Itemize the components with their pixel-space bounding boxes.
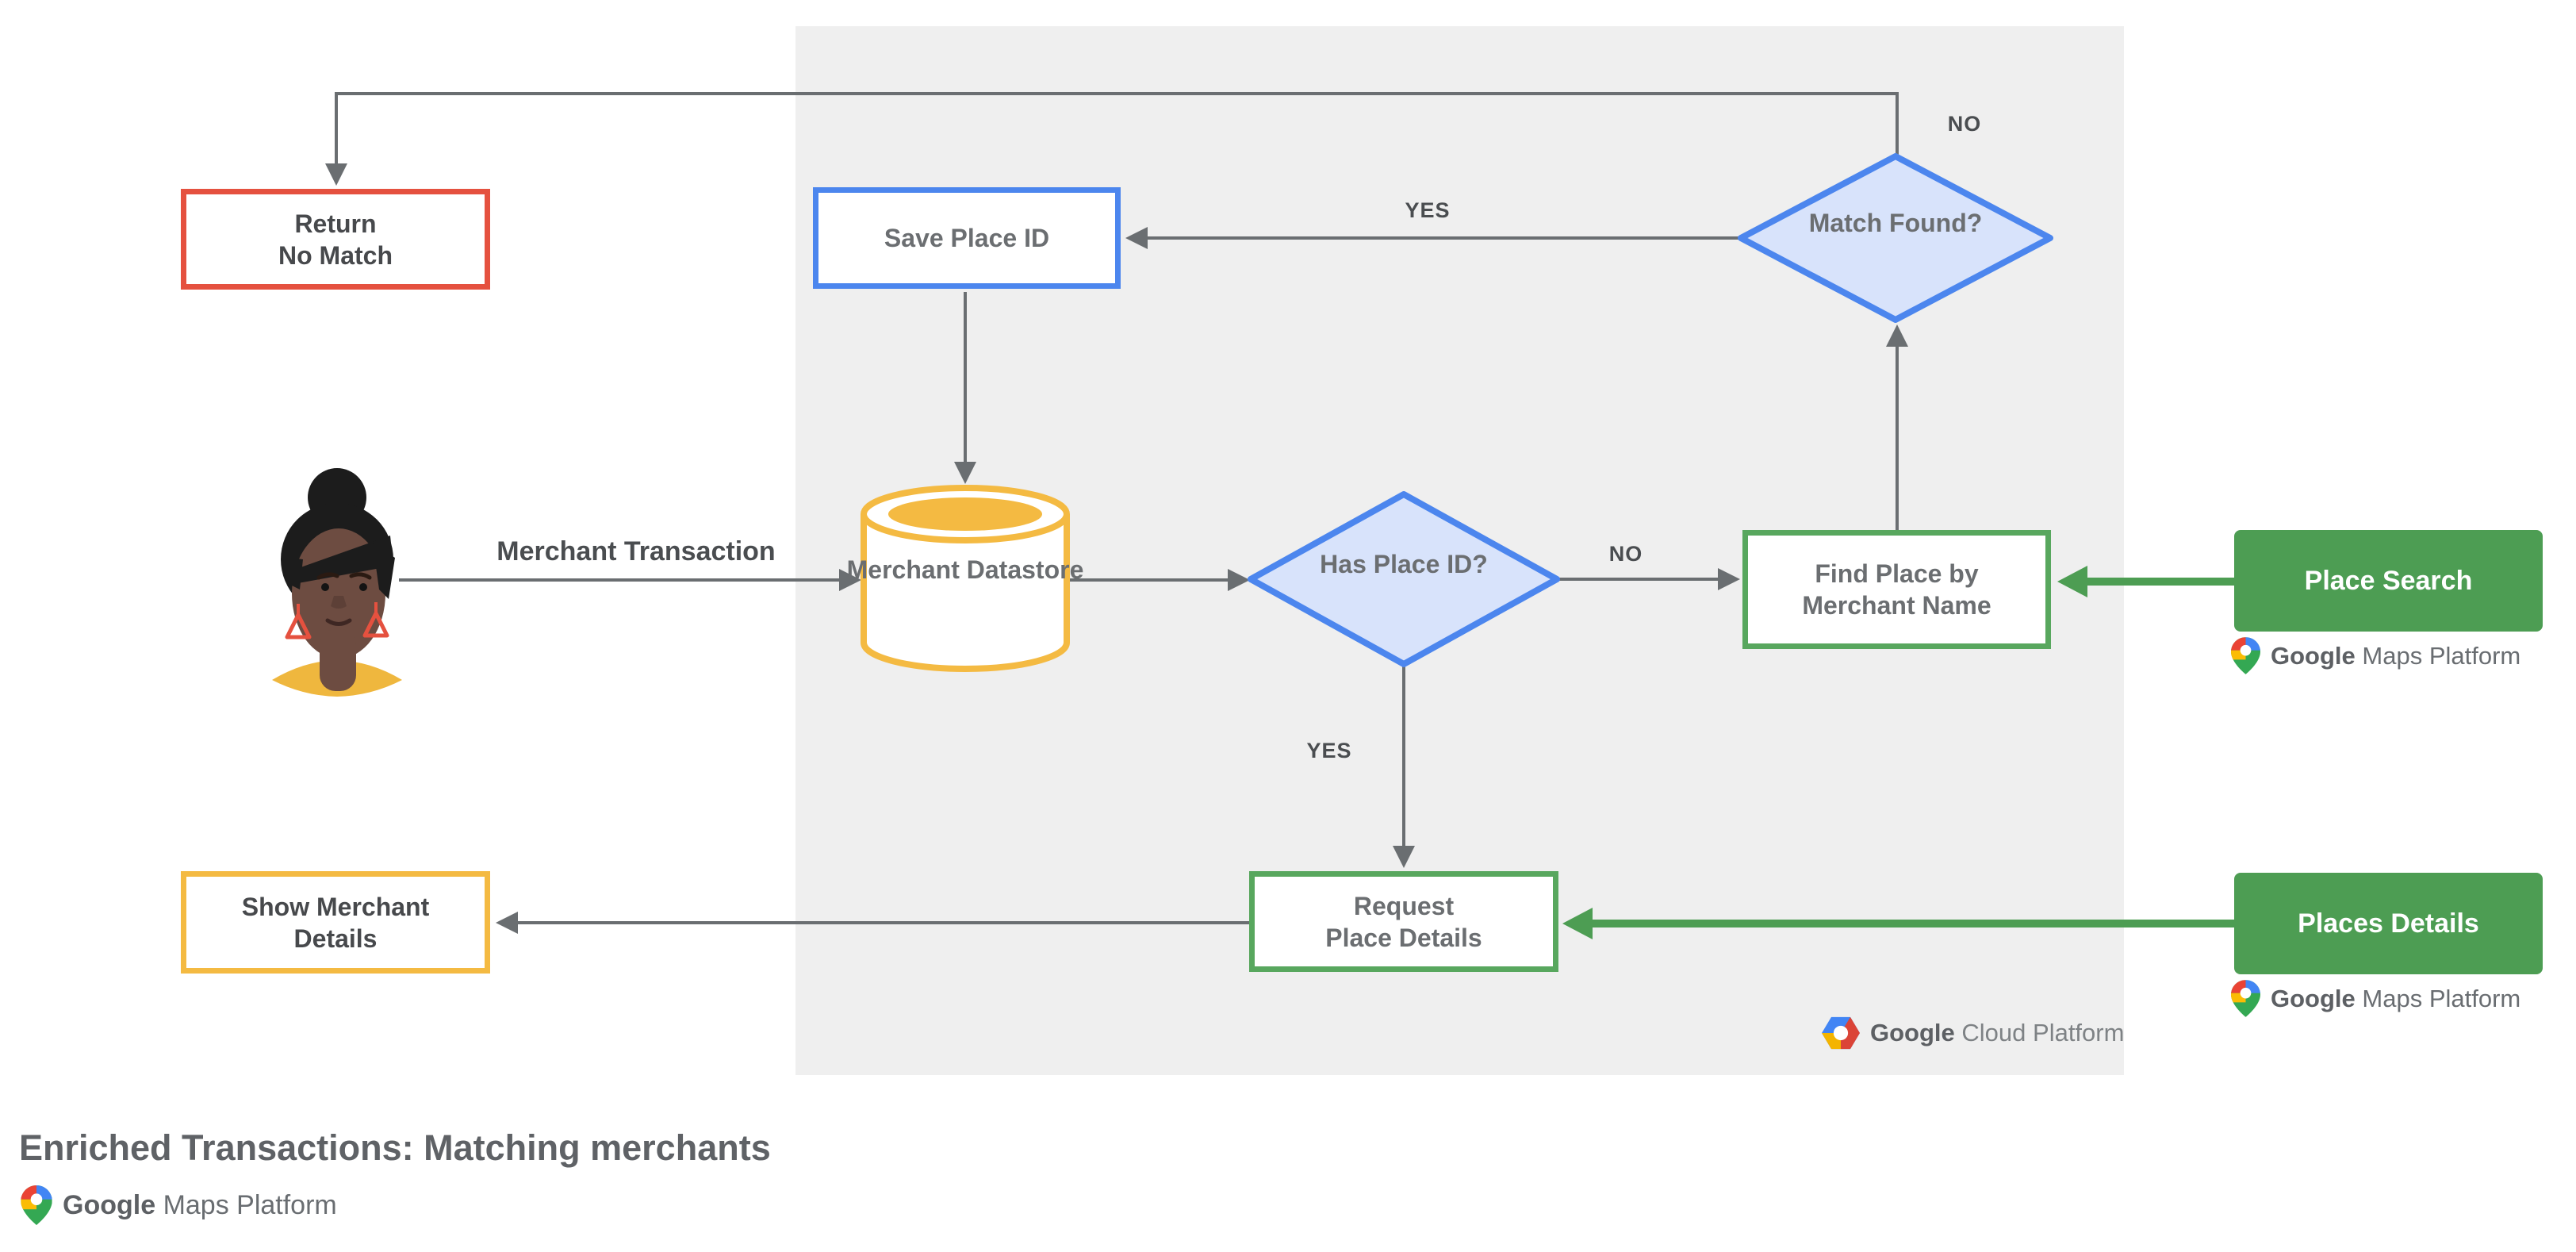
diagram-title: Enriched Transactions: Matching merchant… <box>19 1127 771 1168</box>
node-label: Show Merchant <box>241 892 430 921</box>
gray-edges <box>335 92 1899 924</box>
brand-text: Google <box>2271 984 2356 1012</box>
merchant-datastore-cylinder <box>861 485 1070 672</box>
merchant-transaction-label: Merchant Transaction <box>496 536 776 566</box>
google-cloud-platform-lockup: Google Cloud Platform <box>1822 1016 2124 1050</box>
yes-label-match-found: YES <box>1405 198 1451 222</box>
google-cloud-hexagon-icon <box>1822 1016 1860 1050</box>
brand-text: Google <box>2271 641 2356 670</box>
arrowhead-icon <box>1228 569 1250 591</box>
google-maps-pin-icon <box>2231 637 2260 674</box>
brand-text: Google <box>1870 1019 1955 1047</box>
product-text: Maps Platform <box>2362 984 2521 1012</box>
google-maps-pin-icon <box>21 1185 52 1225</box>
lockup-text: Google Maps Platform <box>2271 642 2520 670</box>
node-show-merchant-details: Show Merchant Details <box>181 871 490 974</box>
node-label: No Match <box>278 240 393 270</box>
arrowhead-icon <box>496 912 518 934</box>
node-place-search-api: Place Search <box>2234 530 2543 632</box>
no-label-match-found: NO <box>1947 112 1982 136</box>
lockup-text: Google Cloud Platform <box>1870 1019 2124 1047</box>
product-text: Cloud Platform <box>1961 1019 2125 1047</box>
product-text: Maps Platform <box>163 1189 337 1220</box>
google-maps-platform-lockup: Google Maps Platform <box>21 1185 337 1225</box>
google-maps-platform-lockup: Google Maps Platform <box>2231 980 2520 1017</box>
decision-shapes <box>1248 153 2053 667</box>
customer-avatar <box>272 468 402 697</box>
no-label-has-place-id: NO <box>1608 542 1643 566</box>
arrowhead-icon <box>1393 846 1415 868</box>
node-label: Place Details <box>1325 923 1482 952</box>
node-label: Return <box>294 209 377 238</box>
node-label: Details <box>293 924 378 953</box>
node-label: Places Details <box>2298 908 2479 939</box>
arrowhead-icon <box>2057 566 2087 597</box>
node-places-details-api: Places Details <box>2234 873 2543 974</box>
node-label: Merchant Name <box>1802 591 1991 620</box>
node-label: Request <box>1353 891 1455 920</box>
arrowhead-icon <box>954 462 976 484</box>
lockup-text: Google Maps Platform <box>63 1190 337 1221</box>
google-maps-pin-icon <box>2231 980 2260 1017</box>
node-return-no-match: Return No Match <box>181 189 490 290</box>
node-find-place-by-merchant-name: Find Place by Merchant Name <box>1742 530 2051 649</box>
arrowhead-icon <box>1125 227 1148 249</box>
yes-label-has-place-id: YES <box>1306 739 1352 762</box>
node-request-place-details: Request Place Details <box>1249 871 1558 972</box>
google-maps-platform-lockup: Google Maps Platform <box>2231 637 2520 674</box>
has-place-id-diamond <box>1248 491 1560 667</box>
node-label: Find Place by <box>1815 559 1979 588</box>
node-label: Save Place ID <box>884 224 1050 252</box>
arrowhead-icon <box>325 163 347 186</box>
arrowhead-icon <box>1886 325 1908 347</box>
edge-matchfound-no <box>335 92 1899 176</box>
node-label: Place Search <box>2304 565 2473 596</box>
arrowhead-icon <box>1562 908 1593 939</box>
node-save-place-id: Save Place ID <box>813 187 1121 289</box>
green-arrowheads <box>1562 566 2087 939</box>
product-text: Maps Platform <box>2362 641 2521 670</box>
match-found-diamond <box>1738 153 2053 323</box>
brand-text: Google <box>63 1189 156 1220</box>
gray-arrowheads <box>325 163 1908 934</box>
arrowhead-icon <box>839 569 861 591</box>
green-edges <box>1577 578 2234 927</box>
lockup-text: Google Maps Platform <box>2271 985 2520 1013</box>
arrowhead-icon <box>1718 568 1740 590</box>
